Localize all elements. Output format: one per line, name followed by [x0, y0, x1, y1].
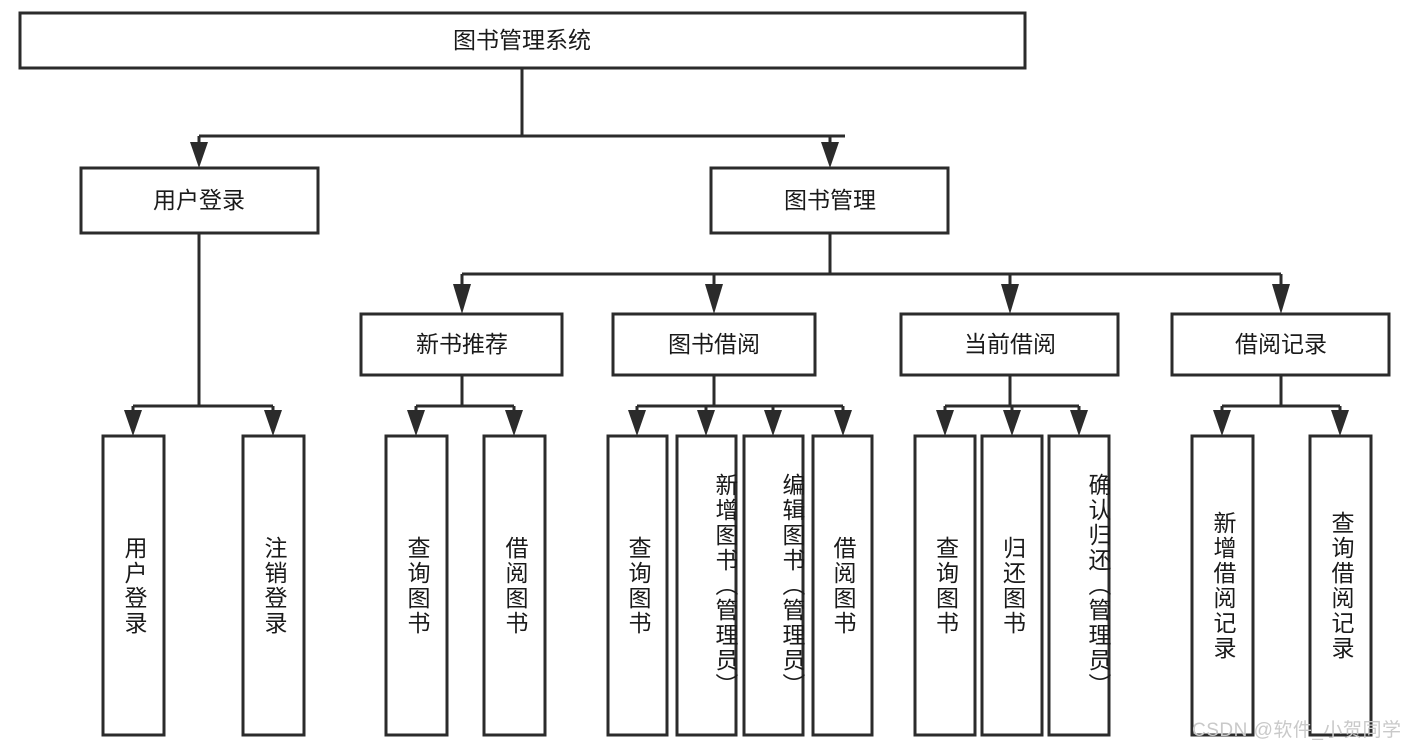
- arrow-head-icon: [628, 410, 646, 436]
- leaf-box-current-borrow-3[interactable]: [1047, 434, 1111, 737]
- leaf-box-new-book-1[interactable]: [384, 434, 449, 737]
- edge-borrow-record-to-leaves: [1213, 375, 1349, 436]
- node-book-manage-label: 图书管理: [784, 187, 876, 213]
- node-current-borrow[interactable]: 当前借阅: [899, 312, 1120, 377]
- edge-book-borrow-to-leaves: [628, 375, 852, 436]
- arrow-head-icon: [453, 284, 471, 314]
- node-new-book-recommend[interactable]: 新书推荐: [359, 312, 564, 377]
- leaf-box-borrow-record-2[interactable]: [1308, 434, 1373, 737]
- leaf-box-borrow-record-1[interactable]: [1190, 434, 1255, 737]
- node-book-manage[interactable]: 图书管理: [709, 166, 950, 235]
- edge-user-login-to-leaves: [124, 233, 282, 436]
- leaf-box-user-login-2[interactable]: [241, 434, 306, 737]
- arrow-head-icon: [1331, 410, 1349, 436]
- arrow-head-icon: [407, 410, 425, 436]
- leaf-box-book-borrow-2[interactable]: [675, 434, 738, 737]
- node-current-borrow-label: 当前借阅: [964, 331, 1056, 357]
- node-root[interactable]: 图书管理系统: [18, 11, 1027, 70]
- arrow-head-icon: [764, 410, 782, 436]
- leaf-box-book-borrow-1[interactable]: [606, 434, 669, 737]
- edge-root-to-level2: [190, 68, 845, 168]
- node-book-borrow-label: 图书借阅: [668, 331, 760, 357]
- arrow-head-icon: [936, 410, 954, 436]
- node-new-book-recommend-label: 新书推荐: [416, 331, 508, 357]
- arrow-head-icon: [705, 284, 723, 314]
- node-user-login-label: 用户登录: [153, 187, 245, 213]
- edge-new-book-to-leaves: [407, 375, 523, 436]
- arrow-head-icon: [821, 142, 839, 168]
- edge-book-manage-to-level3: [453, 233, 1290, 314]
- node-book-borrow[interactable]: 图书借阅: [611, 312, 817, 377]
- arrow-head-icon: [124, 410, 142, 436]
- leaf-box-new-book-2[interactable]: [482, 434, 547, 737]
- leaf-box-current-borrow-2[interactable]: [980, 434, 1044, 737]
- arrow-head-icon: [264, 410, 282, 436]
- arrow-head-icon: [190, 142, 208, 168]
- leaf-box-user-login-1[interactable]: [101, 434, 166, 737]
- node-user-login[interactable]: 用户登录: [79, 166, 320, 235]
- node-root-label: 图书管理系统: [453, 27, 591, 53]
- leaf-box-book-borrow-4[interactable]: [811, 434, 874, 737]
- leaf-box-book-borrow-3[interactable]: [742, 434, 805, 737]
- csdn-watermark: CSDN @软件_小贺同学: [1192, 720, 1402, 741]
- arrow-head-icon: [1001, 284, 1019, 314]
- arrow-head-icon: [1003, 410, 1021, 436]
- node-borrow-record[interactable]: 借阅记录: [1170, 312, 1391, 377]
- arrow-head-icon: [1213, 410, 1231, 436]
- arrow-head-icon: [1070, 410, 1088, 436]
- arrow-head-icon: [1272, 284, 1290, 314]
- edge-current-borrow-to-leaves: [936, 375, 1088, 436]
- arrow-head-icon: [697, 410, 715, 436]
- arrow-head-icon: [505, 410, 523, 436]
- leaf-box-current-borrow-1[interactable]: [913, 434, 977, 737]
- node-borrow-record-label: 借阅记录: [1235, 331, 1327, 357]
- arrow-head-icon: [834, 410, 852, 436]
